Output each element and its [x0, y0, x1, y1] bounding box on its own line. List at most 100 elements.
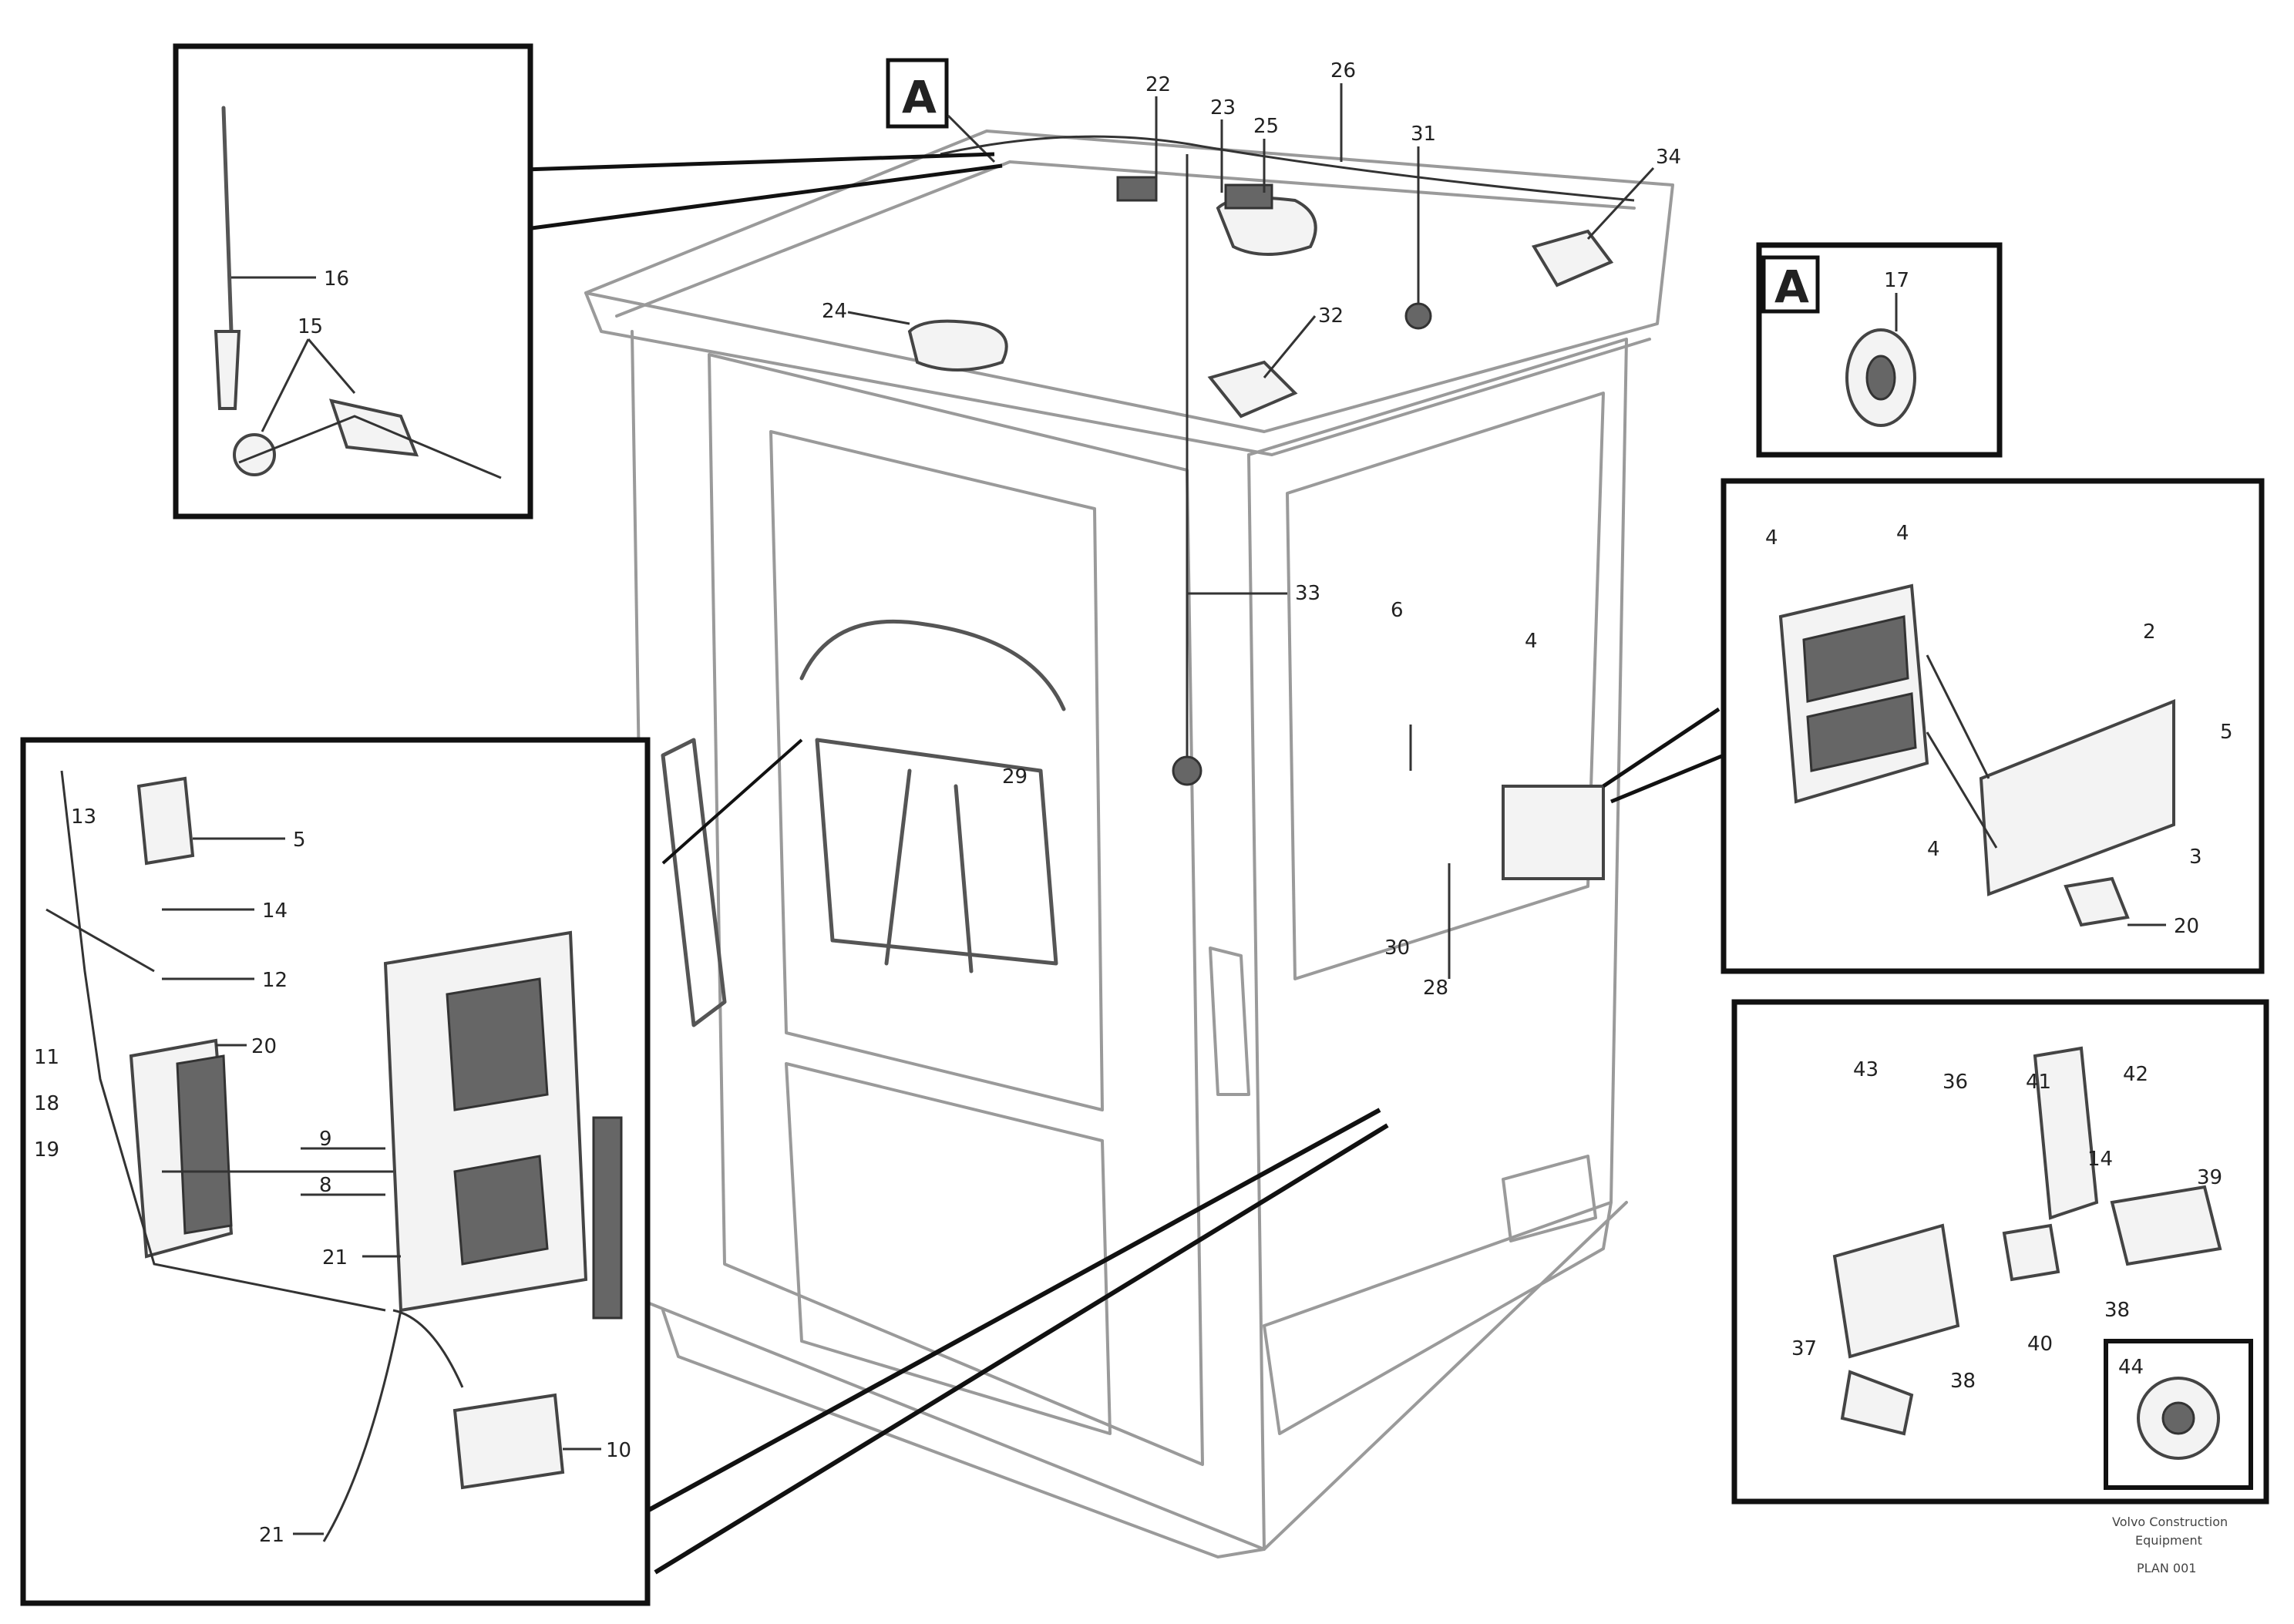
harness-relay [136, 776, 195, 866]
antenna-cable [238, 415, 502, 479]
inset-b-callout-39: 39 [2197, 1166, 2222, 1189]
bracket-relay-block [1832, 1223, 1960, 1359]
cab-side-wall [1247, 338, 1628, 1327]
callout-23: 23 [1210, 96, 1236, 119]
inset-b-callout-42: 42 [2123, 1063, 2148, 1086]
inset-l-callout-18: 18 [34, 1092, 59, 1115]
inset-l-callout-11: 11 [34, 1046, 59, 1069]
inset-r-callout-5: 5 [2220, 721, 2233, 744]
steering-wheel [799, 619, 1066, 711]
callout-33: 33 [1295, 582, 1320, 605]
roof-connector-2 [1116, 176, 1158, 202]
relay-module-fins-bottom [1806, 692, 1917, 772]
inset-l-callout-21b: 21 [259, 1524, 284, 1547]
inset-l-callout-9: 9 [319, 1128, 332, 1151]
callout-6: 6 [1391, 599, 1404, 622]
bracket-plate [2033, 1046, 2099, 1220]
callout-28: 28 [1423, 977, 1448, 1000]
view-a-marker-main: A [886, 58, 996, 163]
callout-29: 29 [1002, 765, 1028, 788]
roof-components [907, 135, 1635, 979]
cab-body [584, 129, 1674, 1558]
callout-4: 4 [1525, 630, 1538, 653]
inset-view-a-letter: A [1774, 261, 1809, 313]
callout-31: 31 [1411, 123, 1436, 146]
cab-front-wall [631, 330, 1266, 1551]
bracket-clamp [2002, 1223, 2060, 1282]
inset-l-callout-20: 20 [251, 1035, 277, 1058]
main-callouts: 22 23 25 26 31 34 24 32 33 6 4 30 28 29 [822, 59, 1681, 1000]
harness-wires [45, 770, 464, 1542]
antenna-base [214, 330, 241, 410]
drawing-reference: Volvo Construction Equipment PLAN 001 [2112, 1515, 2228, 1575]
inset-relay: 4 4 2 5 3 4 20 [1720, 478, 2265, 974]
inset-view-a: A 17 [1756, 242, 2003, 458]
ref-number: PLAN 001 [2137, 1561, 2196, 1575]
relay-bolts [1926, 654, 1998, 849]
callout-30: 30 [1384, 936, 1410, 960]
inset-harness: 13 5 14 12 11 20 9 8 21 18 19 10 21 [20, 737, 651, 1606]
inset-b-callout-41: 41 [2026, 1071, 2051, 1094]
cab-base-step [1263, 1201, 1613, 1435]
inset-a-callout-17: 17 [1884, 269, 1909, 292]
inset-leaders [523, 152, 1724, 1575]
view-a-beacon-core [1865, 355, 1896, 401]
dashboard-console [815, 738, 1058, 966]
relay-module-fins-top [1802, 615, 1909, 703]
inset-b-callout-40: 40 [2027, 1333, 2053, 1356]
inset-l-callout-10: 10 [606, 1439, 631, 1462]
relay-clip [2064, 876, 2130, 927]
callout-32: 32 [1318, 304, 1344, 328]
fuse-panel-block [446, 977, 549, 1111]
cab-mount-foot [1502, 1155, 1597, 1242]
roof-beacon [1531, 229, 1614, 287]
inset-r-callout-4a: 4 [1765, 526, 1778, 550]
inset-l-callout-5: 5 [293, 829, 306, 852]
fuse-strip [592, 1116, 623, 1320]
inset-l-callout-8: 8 [319, 1174, 332, 1197]
antenna-mount [233, 433, 276, 476]
antenna-bracket [328, 398, 419, 457]
callout-24: 24 [822, 300, 847, 323]
antenna-mast [221, 106, 234, 334]
cab-roof-edge [584, 291, 1651, 456]
inset-l-callout-21a: 21 [322, 1246, 348, 1269]
inset-a-callout-15: 15 [298, 315, 323, 338]
cab-side-handle [1209, 946, 1250, 1096]
relay-mount-plate [1979, 699, 2175, 896]
inset-l-callout-12: 12 [262, 969, 288, 992]
inset-r-callout-4c: 4 [1927, 838, 1940, 861]
roof-switch [1207, 360, 1298, 419]
roof-beacon-mount [1404, 302, 1432, 330]
inset-r-callout-2: 2 [2143, 620, 2156, 644]
roof-harness [940, 135, 1635, 202]
bracket-horn [2110, 1185, 2222, 1266]
inset-b-callout-43: 43 [1853, 1058, 1879, 1081]
inset-b-callout-37: 37 [1791, 1337, 1817, 1360]
inset-a-callout-16: 16 [324, 267, 349, 291]
cab-left-column [661, 738, 727, 1027]
bracket-connector [1840, 1370, 1914, 1436]
inset-b-callout-36: 36 [1942, 1071, 1968, 1094]
callout-22: 22 [1145, 73, 1171, 96]
inset-l-callout-14: 14 [262, 899, 288, 923]
ref-line-1: Volvo Construction [2112, 1515, 2228, 1529]
cab-lower-panel [785, 1062, 1112, 1435]
cab-roof-inner [615, 160, 1636, 318]
fuse-panel-block-2 [453, 1155, 549, 1266]
control-levers [884, 768, 974, 973]
callout-34: 34 [1656, 146, 1681, 169]
inset-antenna: 16 15 [173, 43, 533, 519]
pillar-grommet [1172, 755, 1202, 786]
cab-door-window [769, 430, 1104, 1111]
roof-speaker [907, 319, 1008, 372]
inset-b-callout-14: 14 [2087, 1148, 2113, 1171]
cab-side-window [1286, 392, 1605, 980]
inset-l-callout-13: 13 [71, 805, 96, 829]
cab-base-edge [661, 1201, 1628, 1558]
ref-line-2: Equipment [2135, 1533, 2202, 1548]
inset-b-callout-38b: 38 [1950, 1370, 1976, 1393]
rear-relay-box [1502, 785, 1605, 880]
